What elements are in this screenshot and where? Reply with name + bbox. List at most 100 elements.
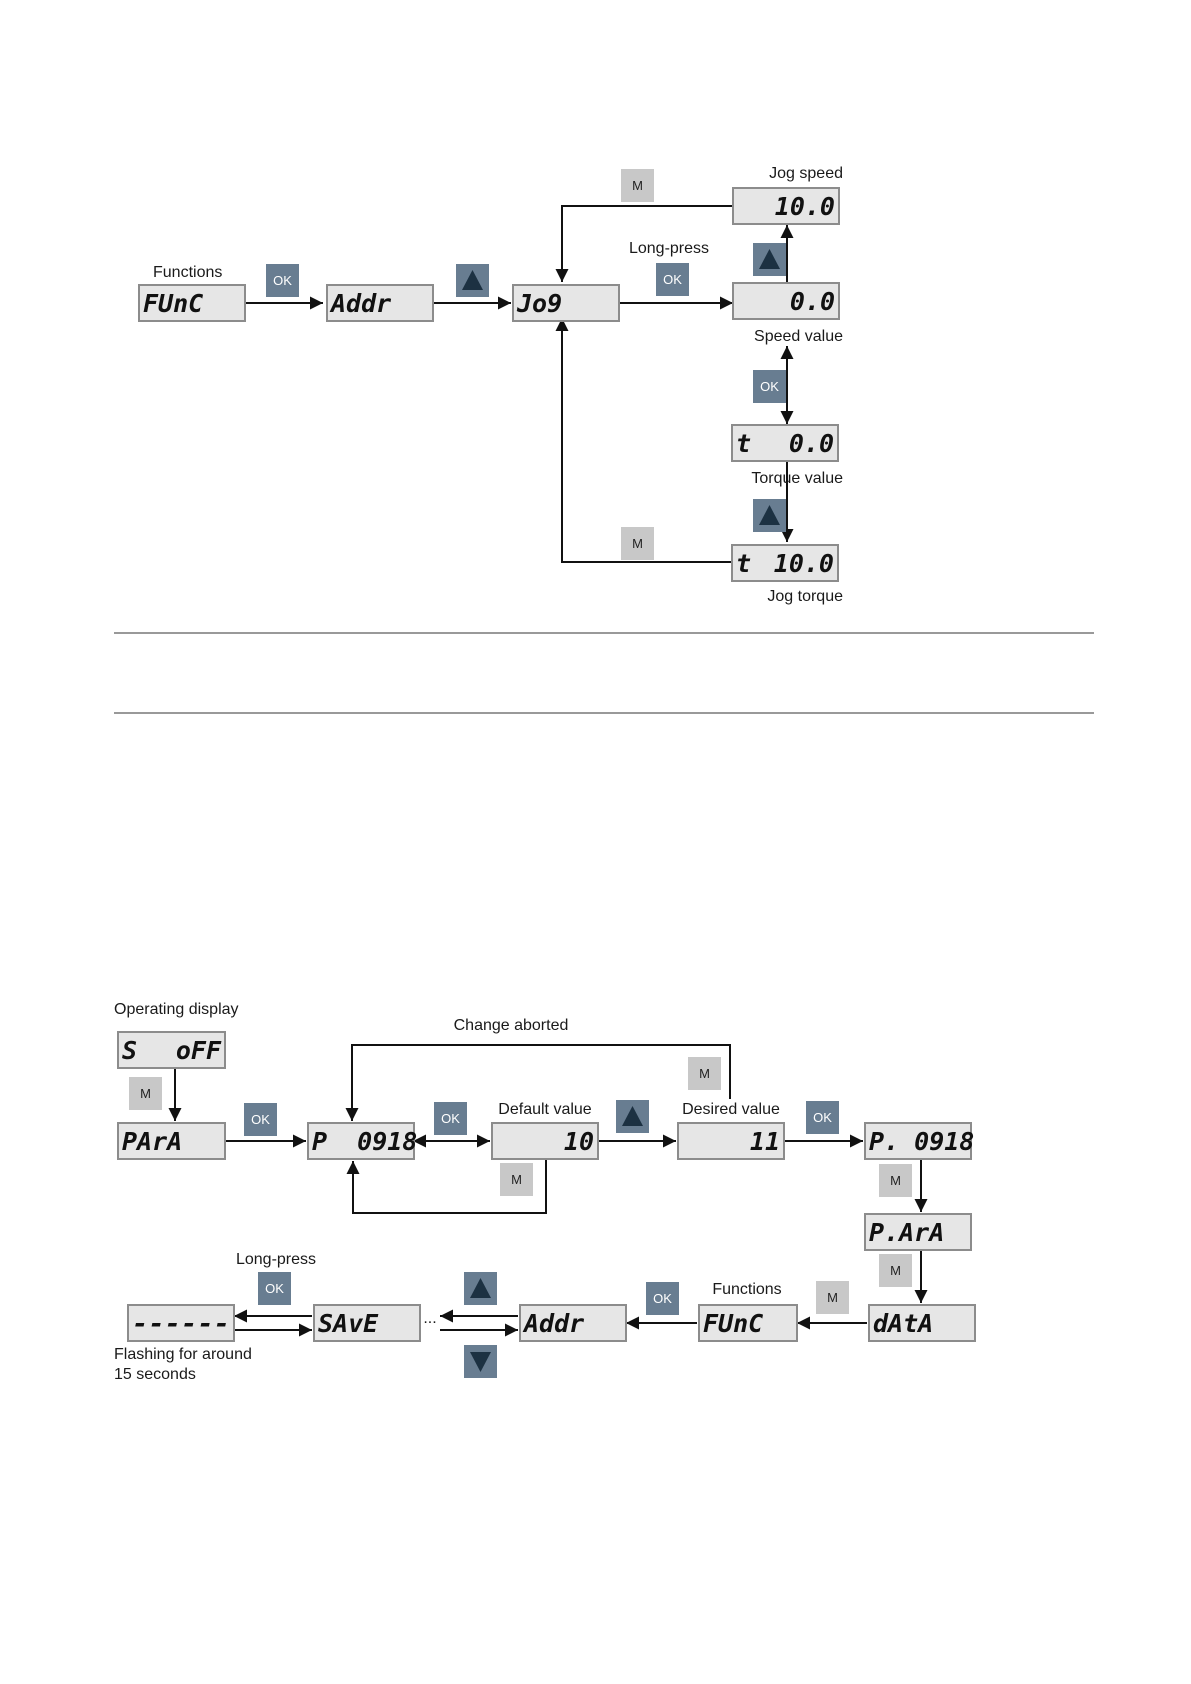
ok-button[interactable]: OK (753, 370, 786, 403)
display-para: PArA (117, 1122, 226, 1160)
display-text-prefix: t (736, 549, 751, 578)
display-jog-torque: t 10.0 (731, 544, 839, 582)
svg-text:M: M (699, 1066, 710, 1081)
display-jog-speed: 10.0 (732, 187, 840, 225)
label-ellipsis: ... (423, 1310, 436, 1327)
display-torque-value: t 0.0 (731, 424, 839, 462)
svg-text:M: M (632, 536, 643, 551)
display-text-prefix: S (122, 1036, 137, 1065)
display-addr: Addr (519, 1304, 627, 1342)
m-button[interactable]: M (129, 1077, 162, 1110)
svg-text:OK: OK (653, 1291, 672, 1306)
m-button[interactable]: M (688, 1057, 721, 1090)
svg-text:M: M (890, 1263, 901, 1278)
display-text: Addr (329, 289, 391, 318)
ok-button[interactable]: OK (258, 1272, 291, 1305)
display-text: dAtA (873, 1309, 933, 1338)
label-change-aborted: Change aborted (454, 1017, 569, 1034)
display-p-dot-0918: P. 0918 (864, 1122, 974, 1160)
display-text: P 0918 (312, 1127, 417, 1156)
display-addr: Addr (326, 284, 434, 322)
display-text: Jo9 (516, 289, 562, 318)
svg-text:OK: OK (265, 1281, 284, 1296)
up-button[interactable] (464, 1272, 497, 1305)
up-button[interactable] (753, 243, 786, 276)
display-text: ------ (132, 1309, 230, 1338)
arrow-jogspeed-to-jog (555, 205, 733, 282)
label-functions: Functions (712, 1281, 781, 1298)
display-desired-value: 11 (677, 1122, 785, 1160)
up-button[interactable] (753, 499, 786, 532)
arrow-up-icon (462, 270, 483, 290)
svg-text:OK: OK (760, 379, 779, 394)
display-text: 10 (564, 1127, 594, 1156)
display-func: FUnC (138, 284, 246, 322)
display-p0918: P 0918 (307, 1122, 417, 1160)
display-p-dot-ara: P.ArA (864, 1213, 972, 1251)
display-speed-value: 0.0 (732, 282, 840, 320)
label-long-press: Long-press (629, 240, 709, 257)
svg-text:M: M (632, 178, 643, 193)
arrow-up-icon (759, 249, 780, 269)
display-text: 0.0 (789, 429, 834, 458)
parameter-diagram: S oFF PArA P 0918 10 11 P. 0918 P.ArA (114, 1001, 976, 1383)
up-button[interactable] (616, 1100, 649, 1133)
svg-text:OK: OK (663, 272, 682, 287)
display-default-value: 10 (491, 1122, 599, 1160)
ok-button[interactable]: OK (656, 263, 689, 296)
display-text: Addr (522, 1309, 584, 1338)
display-save: SAvE (313, 1304, 421, 1342)
display-text: oFF (176, 1036, 222, 1065)
ok-button[interactable]: OK (434, 1102, 467, 1135)
label-functions: Functions (153, 264, 222, 281)
display-s-off: S oFF (117, 1031, 226, 1069)
svg-text:M: M (140, 1086, 151, 1101)
label-flashing-line2: 15 seconds (114, 1366, 196, 1383)
display-text: 10.0 (774, 549, 834, 578)
label-operating-display: Operating display (114, 1001, 239, 1018)
svg-text:M: M (827, 1290, 838, 1305)
display-dashes: ------ (127, 1304, 235, 1342)
display-text: FUnC (143, 289, 203, 318)
m-button[interactable]: M (621, 169, 654, 202)
arrow-default-back (346, 1160, 547, 1214)
display-text: 10.0 (775, 192, 835, 221)
svg-text:OK: OK (251, 1112, 270, 1127)
m-button[interactable]: M (500, 1163, 533, 1196)
svg-text:OK: OK (273, 273, 292, 288)
m-button[interactable]: M (879, 1254, 912, 1287)
arrow-down-icon (470, 1352, 491, 1372)
display-func: FUnC (698, 1304, 798, 1342)
label-jog-torque: Jog torque (767, 588, 843, 605)
display-data: dAtA (868, 1304, 976, 1342)
jog-diagram: FUnC Addr Jo9 10.0 0.0 t 0.0 t 10.0 (138, 165, 843, 605)
display-text: FUnC (703, 1309, 763, 1338)
arrow-up-icon (470, 1278, 491, 1298)
label-jog-speed: Jog speed (769, 165, 843, 182)
display-text: SAvE (318, 1309, 379, 1338)
m-button[interactable]: M (879, 1164, 912, 1197)
arrow-change-aborted (345, 1044, 731, 1121)
up-button[interactable] (456, 264, 489, 297)
arrow-up-icon (622, 1106, 643, 1126)
display-jog: Jo9 (512, 284, 620, 322)
display-text-prefix: t (736, 429, 751, 458)
ok-button[interactable]: OK (806, 1101, 839, 1134)
down-button[interactable] (464, 1345, 497, 1378)
arrow-up-icon (759, 505, 780, 525)
m-button[interactable]: M (621, 527, 654, 560)
svg-text:M: M (511, 1172, 522, 1187)
arrow-jogtorque-to-jog (555, 318, 733, 563)
svg-text:OK: OK (441, 1111, 460, 1126)
display-text: 11 (750, 1127, 780, 1156)
ok-button[interactable]: OK (266, 264, 299, 297)
display-text: 0.0 (790, 287, 835, 316)
label-flashing-line1: Flashing for around (114, 1346, 252, 1363)
display-text: P. 0918 (869, 1127, 974, 1156)
ok-button[interactable]: OK (244, 1103, 277, 1136)
svg-text:M: M (890, 1173, 901, 1188)
ok-button[interactable]: OK (646, 1282, 679, 1315)
m-button[interactable]: M (816, 1281, 849, 1314)
label-speed-value: Speed value (754, 328, 843, 345)
